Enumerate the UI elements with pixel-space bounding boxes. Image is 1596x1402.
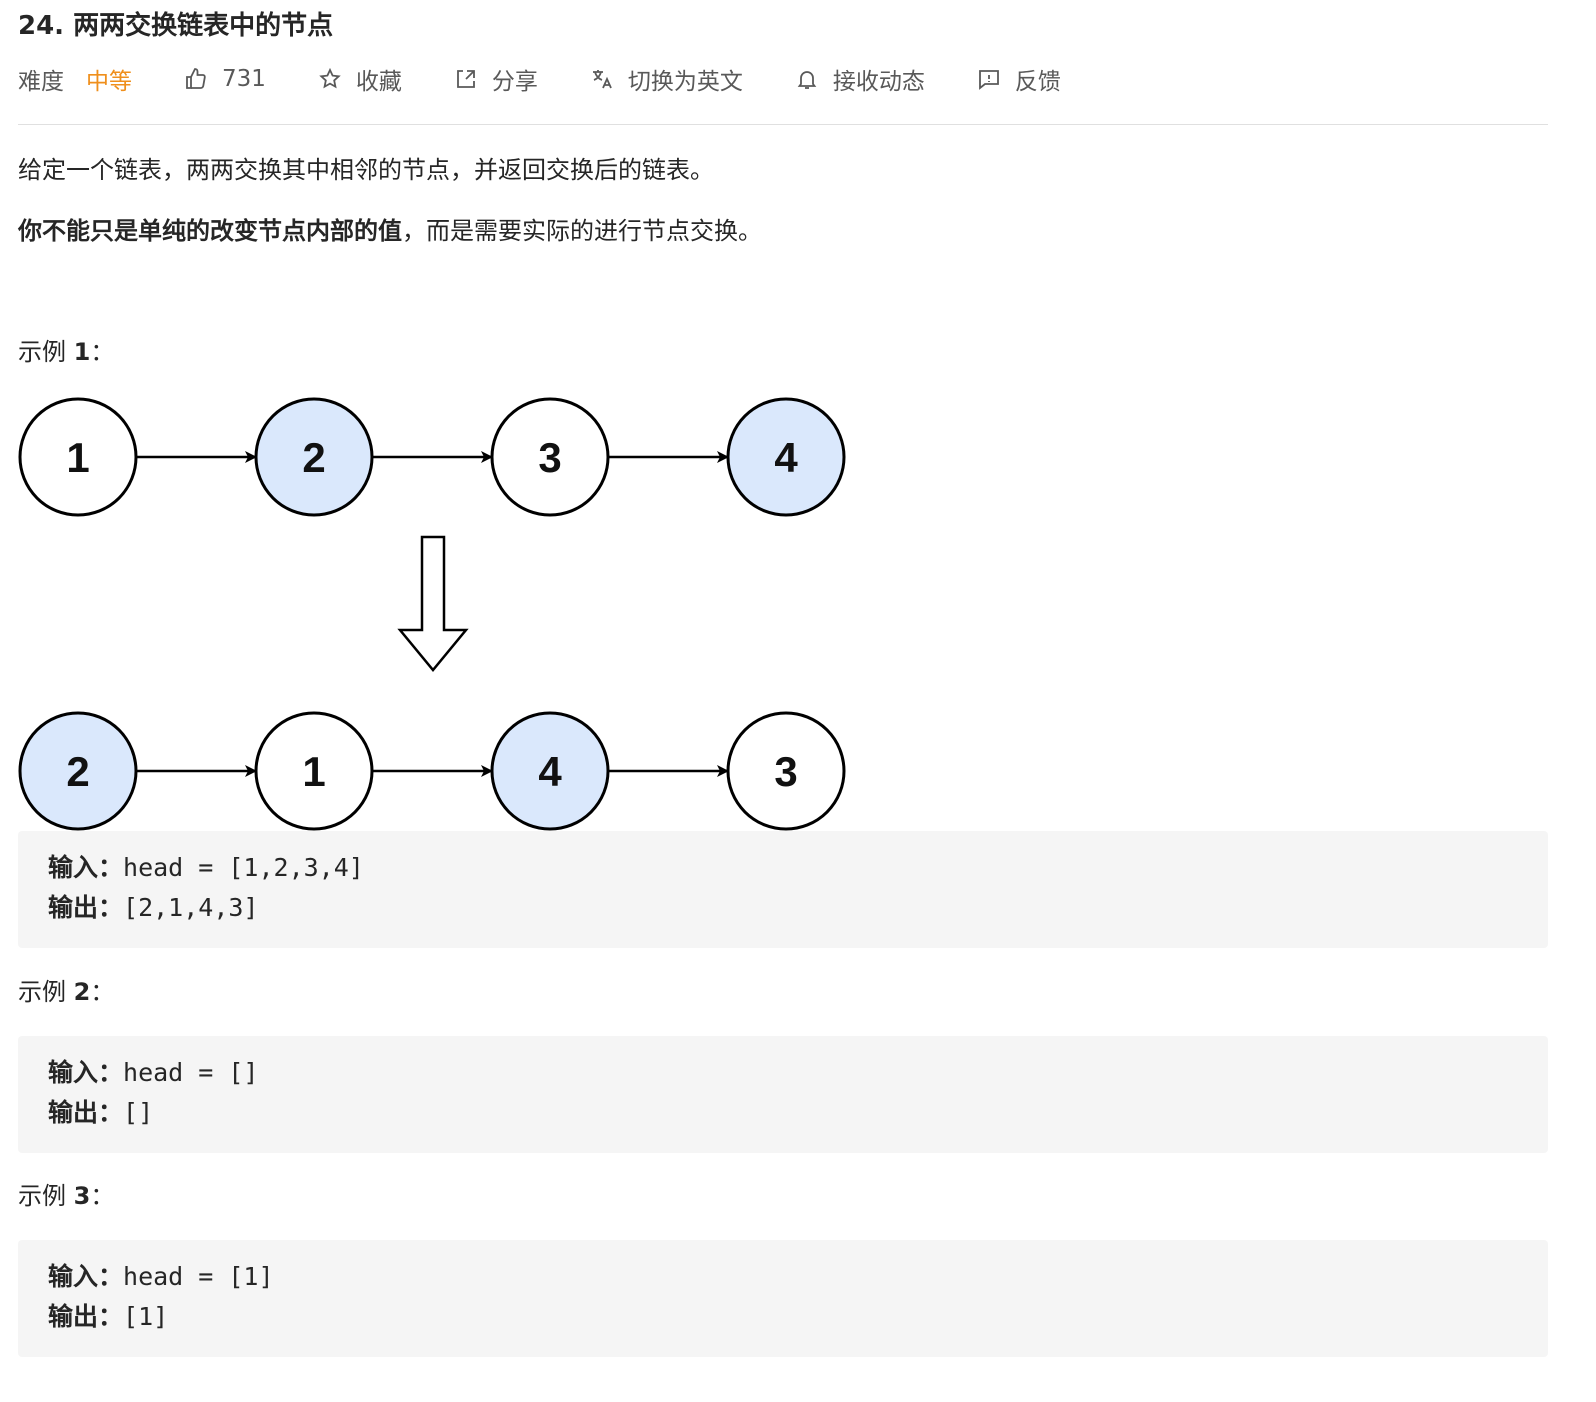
example-1-title: 示例 1： bbox=[18, 338, 115, 366]
before-node: 2 bbox=[254, 397, 374, 517]
bell-icon bbox=[797, 71, 817, 89]
translate-icon bbox=[592, 70, 612, 89]
example-1-input: 输入：head = [1,2,3,4] bbox=[48, 853, 364, 882]
description-rest: ，而是需要实际的进行节点交换。 bbox=[402, 217, 762, 245]
favorite-label: 收藏 bbox=[355, 69, 402, 95]
before-node-value: 4 bbox=[774, 434, 798, 481]
switch-language-label: 切换为英文 bbox=[627, 69, 743, 95]
before-node: 4 bbox=[726, 397, 846, 517]
difficulty-label: 难度 bbox=[18, 69, 64, 95]
before-node-value: 2 bbox=[302, 434, 325, 481]
after-node: 3 bbox=[726, 711, 846, 831]
after-node: 4 bbox=[490, 711, 610, 831]
before-node: 3 bbox=[490, 397, 610, 517]
difficulty-value: 中等 bbox=[86, 69, 132, 95]
problem-meta-bar: 难度 中等 731 收藏 分享 切换为英文 接收动态 bbox=[18, 60, 1113, 98]
after-node-value: 2 bbox=[66, 748, 89, 795]
after-list: 2 1 4 3 bbox=[18, 711, 846, 831]
transform-arrow bbox=[397, 535, 469, 672]
share-button[interactable]: 分享 bbox=[454, 62, 538, 96]
example-2-output: 输出：[] bbox=[48, 1098, 154, 1127]
example-3-title: 示例 3： bbox=[18, 1182, 115, 1210]
after-node: 2 bbox=[18, 711, 138, 831]
before-node-value: 3 bbox=[538, 434, 561, 481]
subscribe-label: 接收动态 bbox=[832, 69, 925, 95]
like-button[interactable]: 731 bbox=[184, 66, 266, 92]
example-1-code-block: 输入：head = [1,2,3,4] 输出：[2,1,4,3] bbox=[18, 831, 1548, 948]
before-node-value: 1 bbox=[66, 434, 89, 481]
share-icon bbox=[457, 70, 475, 88]
before-list: 1 2 3 4 bbox=[18, 397, 846, 517]
example-2-title: 示例 2： bbox=[18, 978, 115, 1006]
before-node: 1 bbox=[18, 397, 138, 517]
subscribe-button[interactable]: 接收动态 bbox=[795, 62, 925, 96]
share-label: 分享 bbox=[491, 69, 538, 95]
after-node-circle bbox=[726, 711, 846, 831]
feedback-label: 反馈 bbox=[1014, 69, 1061, 95]
example-3-input: 输入：head = [1] bbox=[48, 1262, 274, 1291]
after-node-value: 4 bbox=[538, 748, 562, 795]
example-1-output: 输出：[2,1,4,3] bbox=[48, 893, 259, 922]
switch-language-button[interactable]: 切换为英文 bbox=[590, 62, 743, 96]
feedback-button[interactable]: 反馈 bbox=[977, 62, 1061, 96]
example-3-output: 输出：[1] bbox=[48, 1302, 169, 1331]
description-emphasis: 你不能只是单纯的改变节点内部的值 bbox=[18, 217, 402, 245]
example-2-code-block: 输入：head = [] 输出：[] bbox=[18, 1036, 1548, 1153]
description-paragraph-2: 你不能只是单纯的改变节点内部的值，而是需要实际的进行节点交换。 bbox=[18, 214, 762, 248]
like-count: 731 bbox=[222, 66, 266, 92]
example-2-input: 输入：head = [] bbox=[48, 1058, 259, 1087]
after-node: 1 bbox=[254, 711, 374, 831]
problem-title: 24. 两两交换链表中的节点 bbox=[18, 11, 334, 41]
favorite-button[interactable]: 收藏 bbox=[318, 62, 402, 96]
linked-list-swap-diagram: 1 2 3 4 2 1 4 3 bbox=[18, 397, 846, 831]
after-node-value: 1 bbox=[302, 748, 325, 795]
star-icon bbox=[319, 67, 341, 89]
feedback-icon bbox=[979, 70, 999, 90]
example-3-code-block: 输入：head = [1] 输出：[1] bbox=[18, 1240, 1548, 1357]
header-divider bbox=[18, 124, 1548, 125]
thumbs-up-icon bbox=[186, 68, 206, 89]
after-node-value: 3 bbox=[774, 748, 797, 795]
before-node-circle bbox=[726, 397, 846, 517]
description-paragraph-1: 给定一个链表，两两交换其中相邻的节点，并返回交换后的链表。 bbox=[18, 156, 714, 184]
